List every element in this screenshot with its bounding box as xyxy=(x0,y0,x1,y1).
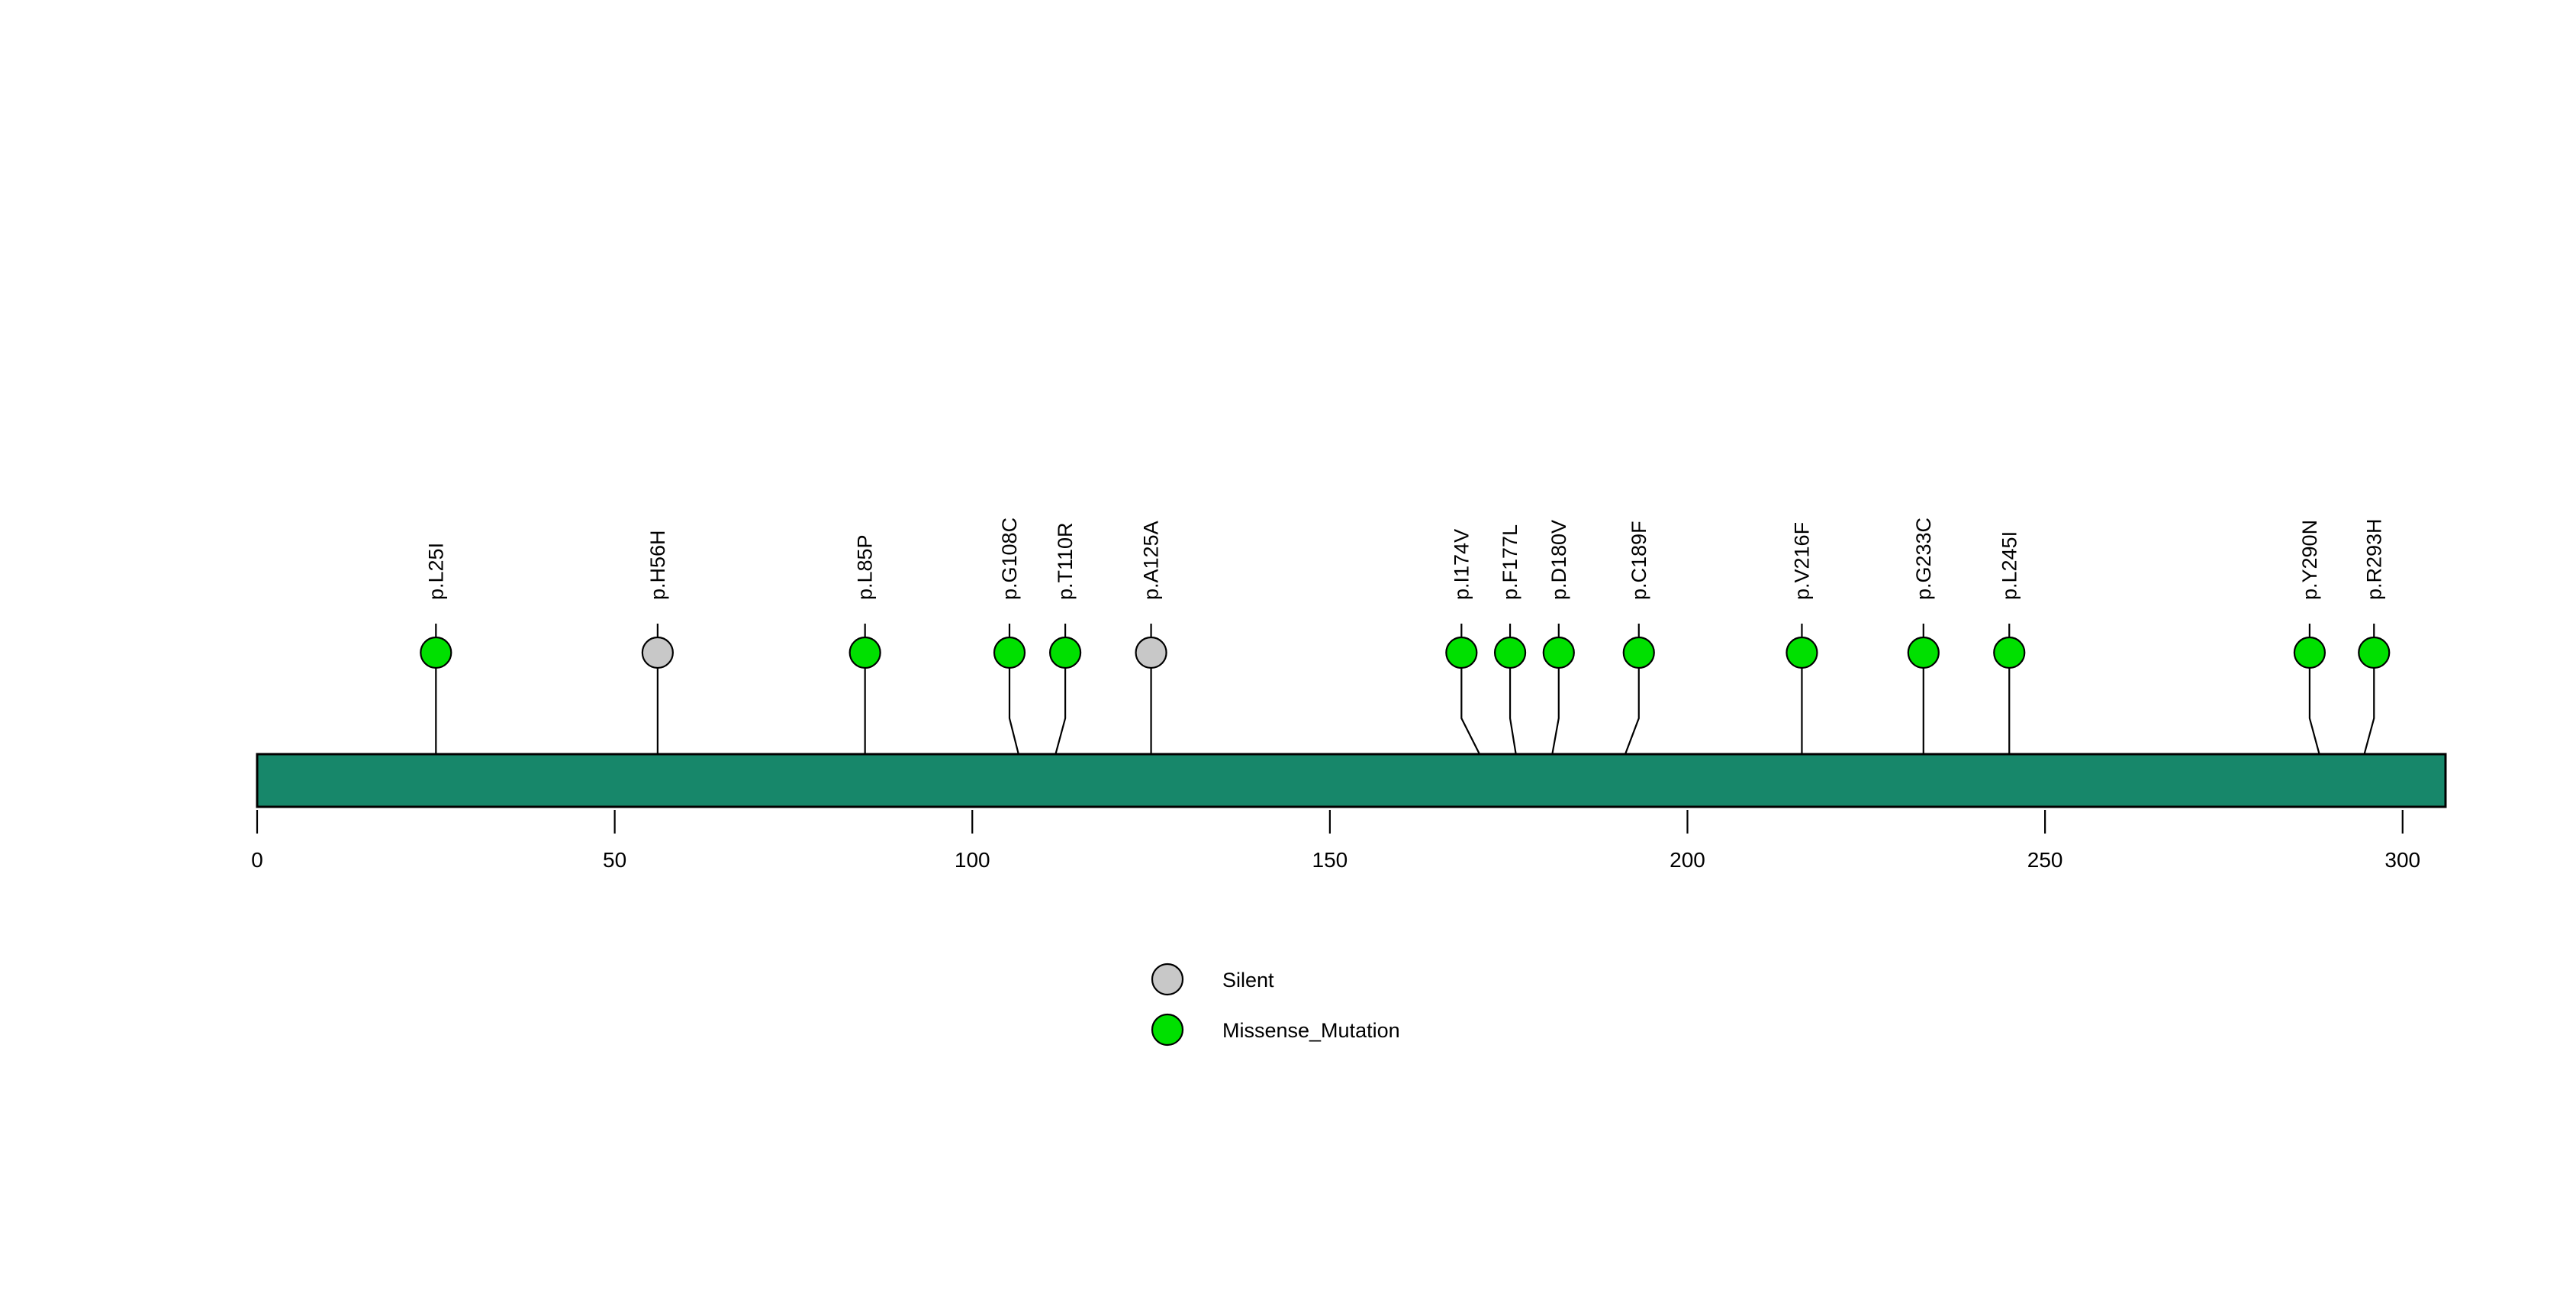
lollipop-head-pL25I[interactable] xyxy=(420,636,452,669)
mutation-label-pL245I: p.L245I xyxy=(1998,531,2021,600)
x-axis-tick-labels: 0 50 100 150 200 250 300 xyxy=(251,848,2420,872)
mutation-label-pG233C: p.G233C xyxy=(1912,518,1935,600)
mutation-label-pL25I: p.L25I xyxy=(424,543,447,600)
protein-domain-track xyxy=(256,753,2447,808)
lollipop-head-pH56H[interactable] xyxy=(641,636,674,669)
mutation-label-pH56H: p.H56H xyxy=(646,530,669,600)
x-tick-label-1: 50 xyxy=(603,848,626,872)
domain-rect xyxy=(256,753,2447,808)
mutation-label-pD180V: p.D180V xyxy=(1547,520,1570,600)
legend-marker-MissenseMutation[interactable] xyxy=(1151,1013,1184,1047)
x-tick-label-0: 0 xyxy=(251,848,263,872)
mutation-label-pR293H: p.R293H xyxy=(2362,518,2385,600)
x-tick-label-6: 300 xyxy=(2384,848,2420,872)
lollipop-head-pG233C[interactable] xyxy=(1907,636,1940,669)
lollipop-heads-layer xyxy=(420,636,2391,669)
legend-label-MissenseMutation: Missense_Mutation xyxy=(1222,1019,1400,1042)
mutation-label-pL85P: p.L85P xyxy=(854,534,877,600)
mutation-label-pA125A: p.A125A xyxy=(1140,521,1163,600)
mutation-label-pC189F: p.C189F xyxy=(1628,521,1650,600)
x-tick-label-4: 200 xyxy=(1670,848,1705,872)
mutation-label-pI174V: p.I174V xyxy=(1450,529,1473,600)
lollipop-head-pV216F[interactable] xyxy=(1785,636,1818,669)
lollipop-head-pL85P[interactable] xyxy=(848,636,881,669)
lollipop-head-pG108C[interactable] xyxy=(993,636,1026,669)
lollipop-head-pD180V[interactable] xyxy=(1542,636,1575,669)
x-tick-label-2: 100 xyxy=(955,848,990,872)
lollipop-head-pF177L[interactable] xyxy=(1493,636,1527,669)
lollipop-head-pI174V[interactable] xyxy=(1445,636,1478,669)
lollipop-head-pL245I[interactable] xyxy=(1993,636,2026,669)
lollipop-head-pR293H[interactable] xyxy=(2358,636,2391,669)
mutation-label-pV216F: p.V216F xyxy=(1790,522,1813,600)
lollipop-head-pC189F[interactable] xyxy=(1622,636,1655,669)
x-tick-label-5: 250 xyxy=(2027,848,2063,872)
lollipop-head-pY290N[interactable] xyxy=(2293,636,2326,669)
x-axis-ticks-layer xyxy=(256,810,2404,834)
x-tick-label-3: 150 xyxy=(1312,848,1348,872)
mutation-labels-layer: p.L25I p.H56H p.L85P p.G108C p.T110R p.A125A p… xyxy=(424,518,2385,600)
legend-label-Silent: Silent xyxy=(1222,969,1274,992)
mutation-label-pG108C: p.G108C xyxy=(998,518,1021,600)
lollipop-head-pA125A[interactable] xyxy=(1135,636,1167,669)
mutation-label-pY290N: p.Y290N xyxy=(2298,520,2321,600)
legend-marker-Silent[interactable] xyxy=(1151,963,1184,996)
lollipop-head-pT110R[interactable] xyxy=(1048,636,1082,669)
mutation-label-pT110R: p.T110R xyxy=(1054,522,1077,600)
mutation-label-pF177L: p.F177L xyxy=(1499,524,1521,600)
